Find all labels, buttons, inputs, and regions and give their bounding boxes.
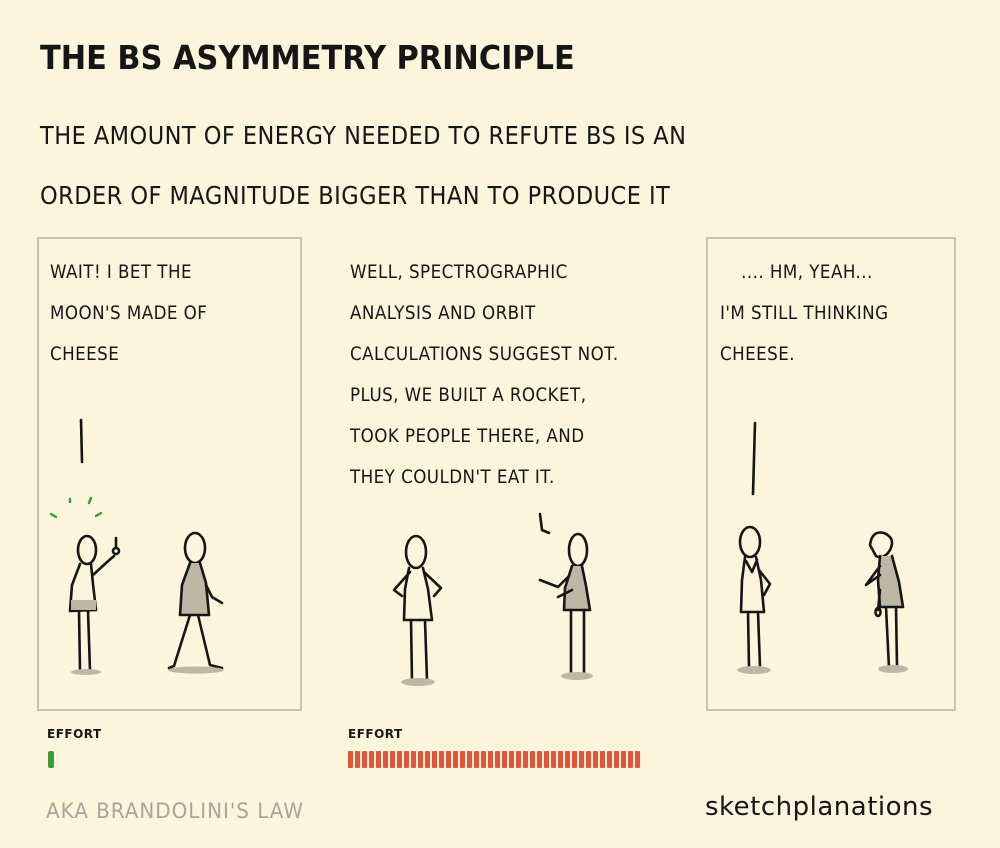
stick-figure-skeptic [392, 534, 443, 686]
effort-label-refute: EFFORT [348, 727, 403, 741]
effort-tick [600, 751, 605, 768]
effort-tick [355, 751, 360, 768]
effort-tick [404, 751, 409, 768]
effort-tick [453, 751, 458, 768]
effort-tick [439, 751, 444, 768]
effort-tick [558, 751, 563, 768]
effort-tick [607, 751, 612, 768]
speech-line: .... HM, YEAH... [741, 261, 873, 283]
speech-line: ANALYSIS AND ORBIT [350, 302, 536, 324]
effort-tick [362, 751, 367, 768]
stick-figure-refuter [538, 532, 593, 680]
effort-tick [544, 751, 549, 768]
speech-line: CHEESE. [720, 343, 795, 365]
speech-line: WELL, SPECTROGRAPHIC [350, 261, 568, 283]
effort-tick [467, 751, 472, 768]
speech-line: MOON'S MADE OF [50, 302, 208, 324]
effort-tick [523, 751, 528, 768]
effort-tick [614, 751, 619, 768]
speech-bubble-claim: WAIT! I BET THE MOON'S MADE OF CHEESE [50, 252, 288, 375]
stick-figure-claimant [68, 534, 121, 675]
speech-line: PLUS, WE BUILT A ROCKET, [350, 384, 587, 406]
subtitle-line: THE AMOUNT OF ENERGY NEEDED TO REFUTE BS… [40, 121, 687, 150]
effort-tick [621, 751, 626, 768]
effort-tick [593, 751, 598, 768]
effort-tick [348, 751, 353, 768]
effort-tick [551, 751, 556, 768]
effort-tick [369, 751, 374, 768]
effort-tick [509, 751, 514, 768]
effort-tick [488, 751, 493, 768]
stick-figure-believer [737, 525, 772, 674]
speech-line: CALCULATIONS SUGGEST NOT. [350, 343, 619, 365]
effort-tick [446, 751, 451, 768]
speech-bubble-unconvinced: .... HM, YEAH... I'M STILL THINKING CHEE… [720, 252, 958, 375]
effort-tick [425, 751, 430, 768]
effort-tick [586, 751, 591, 768]
effort-tick [481, 751, 486, 768]
speech-line: WAIT! I BET THE [50, 261, 192, 283]
effort-bar-bs [48, 751, 54, 768]
stick-figure-exasperated [864, 531, 908, 673]
effort-tick [635, 751, 640, 768]
effort-tick [628, 751, 633, 768]
effort-tick [572, 751, 577, 768]
panel-right-frame [706, 237, 956, 711]
subtitle-line: ORDER OF MAGNITUDE BIGGER THAN TO PRODUC… [40, 181, 671, 210]
effort-tick [502, 751, 507, 768]
speech-bubble-refutation: WELL, SPECTROGRAPHIC ANALYSIS AND ORBIT … [350, 252, 676, 498]
effort-tick [383, 751, 388, 768]
speech-line: I'M STILL THINKING [720, 302, 889, 324]
effort-tick [418, 751, 423, 768]
stick-figure-listener [167, 531, 224, 674]
subtitle: THE AMOUNT OF ENERGY NEEDED TO REFUTE BS… [40, 106, 850, 226]
speech-tail [538, 512, 551, 535]
speech-tail [79, 418, 84, 464]
idea-sparks-icon [49, 496, 103, 519]
effort-tick [565, 751, 570, 768]
effort-tick [537, 751, 542, 768]
effort-tick [376, 751, 381, 768]
effort-tick [530, 751, 535, 768]
effort-tick [411, 751, 416, 768]
speech-line: CHEESE [50, 343, 120, 365]
speech-line: TOOK PEOPLE THERE, AND [350, 425, 585, 447]
effort-tick [460, 751, 465, 768]
effort-tick [474, 751, 479, 768]
effort-tick [495, 751, 500, 768]
effort-bar-refute [348, 751, 640, 768]
panel-left-frame [37, 237, 302, 711]
effort-tick [397, 751, 402, 768]
effort-label-bs: EFFORT [47, 727, 102, 741]
effort-tick [432, 751, 437, 768]
speech-line: THEY COULDN'T EAT IT. [350, 466, 555, 488]
effort-tick [390, 751, 395, 768]
aka-caption: AKA BRANDOLINI'S LAW [46, 799, 304, 823]
effort-tick [579, 751, 584, 768]
page-title: THE BS ASYMMETRY PRINCIPLE [40, 38, 575, 77]
speech-tail [751, 421, 757, 496]
brand-signature: sketchplanations [705, 792, 934, 822]
effort-tick [516, 751, 521, 768]
